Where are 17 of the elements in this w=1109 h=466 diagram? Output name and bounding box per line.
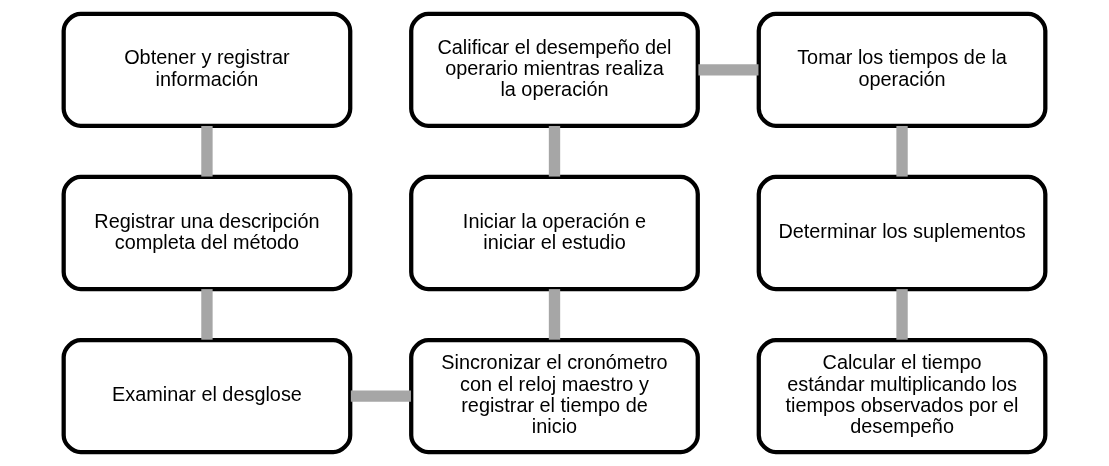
node-box: Obtener y registrar información [61,11,353,129]
connector [350,390,411,402]
connector [896,289,908,340]
node-box: Sincronizar el cronómetro con el reloj maestro y registrar el tiempo de inicio [409,337,700,455]
node-box: Calcular el tiempo estándar multiplicando los tiempos observados por el desempeño [756,337,1048,455]
node-box: Determinar los suplementos [756,174,1048,292]
connector [896,126,908,177]
node-box: Tomar los tiempos de la operación [756,11,1048,129]
connector [548,126,561,177]
connector [698,64,759,76]
node-box: Calificar el desempeño del operario mientras realiza la operación [409,11,700,129]
node-box: Registrar una descripción completa del método [61,174,353,292]
connector [201,289,213,340]
connector [548,289,561,340]
node-box: Iniciar la operación e iniciar el estudio [409,174,700,292]
node-box: Examinar el desglose [61,337,353,455]
connector [201,126,213,177]
